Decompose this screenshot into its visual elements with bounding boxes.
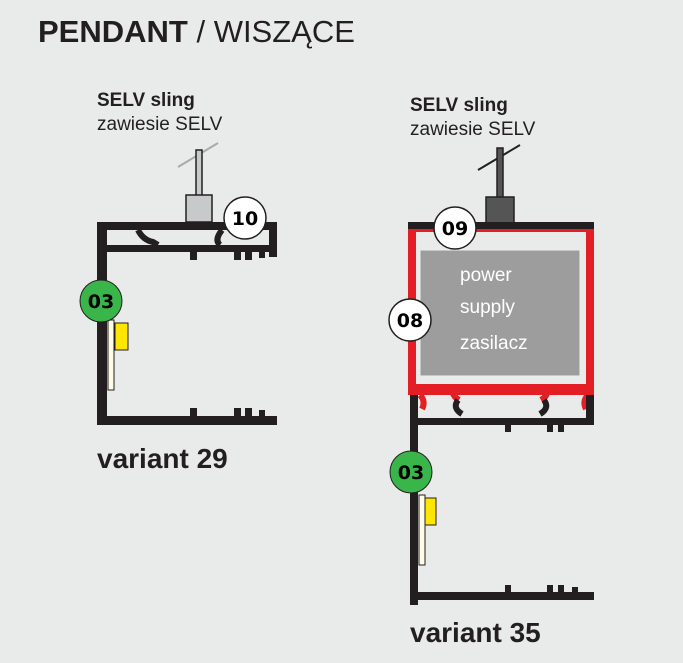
badge-label: 03 (88, 291, 114, 313)
v29-yellow-component (114, 322, 129, 351)
title-rest: WISZĄCE (213, 14, 355, 49)
title-bold: PENDANT (38, 14, 188, 49)
variant-29-label: variant 29 (97, 443, 228, 474)
v35-yellow-component (424, 497, 437, 526)
v35-sling-stem (496, 147, 504, 199)
v29-sling-label: SELV sling (97, 90, 195, 111)
v29-profile (97, 142, 277, 425)
v35-profile (408, 144, 594, 605)
badge-label: 08 (397, 310, 423, 332)
v29-badge-10: 10 (223, 196, 267, 240)
v35-badge-09: 09 (433, 206, 477, 250)
v35-badge-03: 03 (389, 450, 433, 494)
v35-sling-block (485, 196, 515, 225)
v35-sling-label-pl: zawiesie SELV (410, 119, 536, 140)
v35-sling-label: SELV sling (410, 95, 508, 116)
psu-label-line1: power (460, 265, 512, 286)
v29-sling-stem (195, 149, 203, 197)
v29-sling-block (185, 194, 213, 223)
psu-label-line3: zasilacz (460, 333, 528, 354)
badge-label: 10 (232, 208, 258, 230)
power-supply-box (419, 249, 581, 377)
v29-badge-03: 03 (79, 279, 123, 323)
variant-35-label: variant 35 (410, 617, 541, 648)
v35-badge-08: 08 (388, 298, 432, 342)
page-title: PENDANT / WISZĄCE (38, 14, 355, 50)
psu-label-line2: supply (460, 297, 515, 318)
badge-label: 09 (442, 218, 468, 240)
v29-sling-label-pl: zawiesie SELV (97, 114, 223, 135)
v35-led-strip (418, 494, 426, 566)
title-separator: / (187, 14, 214, 49)
badge-label: 03 (398, 462, 424, 484)
v29-led-strip (107, 319, 115, 391)
